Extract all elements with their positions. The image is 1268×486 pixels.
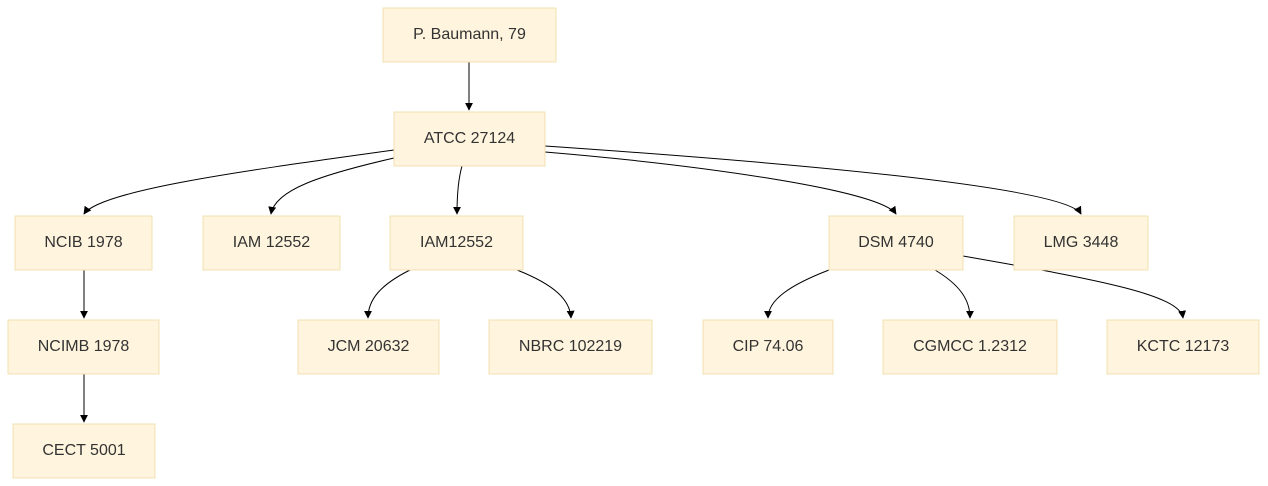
edge-n1-n4 — [453, 165, 463, 215]
edges-layer — [80, 62, 1187, 423]
node-n12: KCTC 12173 — [1106, 319, 1260, 375]
node-n3: IAM 12552 — [202, 215, 341, 271]
node-n9: NBRC 102219 — [488, 319, 653, 375]
node-label: NBRC 102219 — [519, 338, 622, 355]
node-n1: ATCC 27124 — [393, 111, 546, 167]
node-label: KCTC 12173 — [1137, 338, 1230, 355]
node-n0: P. Baumann, 79 — [382, 7, 557, 63]
edge-n5-n11 — [934, 269, 974, 319]
edge-n1-n6 — [544, 145, 1082, 215]
node-label: CECT 5001 — [42, 442, 125, 459]
node-n13: CECT 5001 — [12, 423, 156, 479]
node-label: CGMCC 1.2312 — [913, 338, 1027, 355]
edge-n5-n12 — [962, 255, 1187, 319]
edge-n5-n10 — [764, 269, 830, 319]
node-label: IAM12552 — [420, 234, 493, 251]
node-n2: NCIB 1978 — [14, 215, 153, 271]
edge-n1-n5 — [544, 151, 897, 215]
node-n6: LMG 3448 — [1013, 215, 1149, 271]
node-label: DSM 4740 — [858, 234, 934, 251]
node-label: JCM 20632 — [328, 338, 410, 355]
edge-n4-n9 — [516, 269, 575, 319]
node-label: NCIMB 1978 — [38, 338, 130, 355]
node-label: P. Baumann, 79 — [413, 26, 526, 43]
node-n10: CIP 74.06 — [702, 319, 834, 375]
edge-n1-n2 — [83, 149, 395, 215]
edge-n4-n8 — [364, 269, 411, 319]
edge-n1-n3 — [268, 157, 395, 215]
node-n8: JCM 20632 — [297, 319, 440, 375]
node-label: NCIB 1978 — [44, 234, 122, 251]
node-n4: IAM12552 — [389, 215, 524, 271]
node-label: IAM 12552 — [233, 234, 310, 251]
nodes-layer: P. Baumann, 79 ATCC 27124 NCIB 1978 IAM … — [7, 7, 1260, 479]
node-n7: NCIMB 1978 — [7, 319, 160, 375]
node-label: LMG 3448 — [1044, 234, 1119, 251]
node-n11: CGMCC 1.2312 — [882, 319, 1058, 375]
node-label: CIP 74.06 — [733, 338, 804, 355]
node-label: ATCC 27124 — [424, 130, 515, 147]
node-n5: DSM 4740 — [828, 215, 964, 271]
